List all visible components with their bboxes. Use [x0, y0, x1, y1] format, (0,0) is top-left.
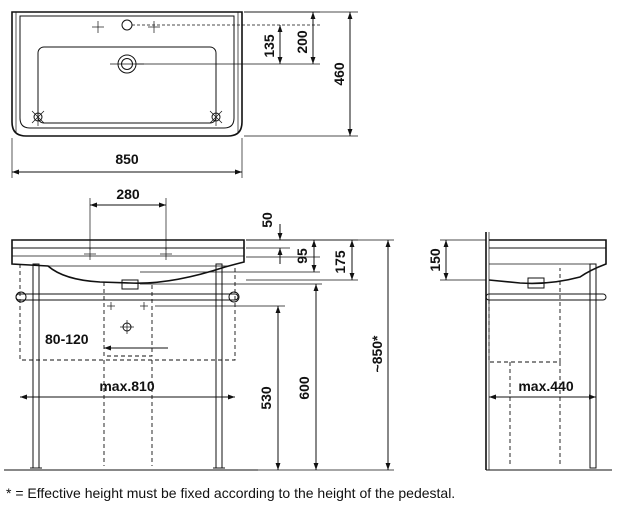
- dim-200-label: 200: [294, 30, 310, 54]
- basin-inner-rim-top: [19, 15, 235, 129]
- basin-outline-top: [11, 11, 243, 137]
- footnote: * = Effective height must be fixed accor…: [6, 485, 455, 501]
- dim-810-label: max.810: [99, 378, 154, 394]
- fixing-point-icon: [31, 108, 45, 126]
- dim-150-label: 150: [427, 248, 443, 272]
- dim-80-120-label: 80-120: [45, 331, 89, 347]
- waste-outlet: [121, 279, 139, 290]
- tap-hole-icon: [121, 19, 133, 31]
- dim-95-label: 95: [294, 248, 310, 264]
- side-view: 150 max.440: [427, 232, 612, 471]
- console-leg-side: [589, 263, 597, 469]
- front-view: 280 50 95 175 80-120 max.810 530 600: [4, 186, 394, 471]
- basin-outline-side: [488, 239, 607, 285]
- dim-460-label: 460: [331, 62, 347, 86]
- outlet-fixing-icon: [120, 320, 134, 334]
- dim-50-label: 50: [259, 212, 275, 228]
- dim-175-label: 175: [332, 250, 348, 274]
- top-view: 850 460 200 135: [11, 11, 358, 178]
- dim-280-label: 280: [116, 186, 140, 202]
- basin-bowl-top: [37, 46, 217, 124]
- wall-fixing-icon: [107, 302, 115, 310]
- dim-850-height-label: ~850*: [369, 335, 385, 373]
- console-leg-left: [32, 263, 40, 469]
- basin-outline-front: [11, 239, 245, 284]
- console-leg-right: [215, 263, 223, 469]
- wall-fixing-icon: [140, 302, 148, 310]
- waste-outlet-side: [527, 277, 545, 289]
- dim-600-label: 600: [296, 376, 312, 400]
- fixing-point-icon: [209, 108, 223, 126]
- dim-530-label: 530: [258, 386, 274, 410]
- dim-135-label: 135: [261, 34, 277, 58]
- dim-850-label: 850: [115, 151, 139, 167]
- towel-rail: [15, 293, 239, 301]
- towel-rail-side: [485, 293, 607, 301]
- dim-440-label: max.440: [518, 378, 573, 394]
